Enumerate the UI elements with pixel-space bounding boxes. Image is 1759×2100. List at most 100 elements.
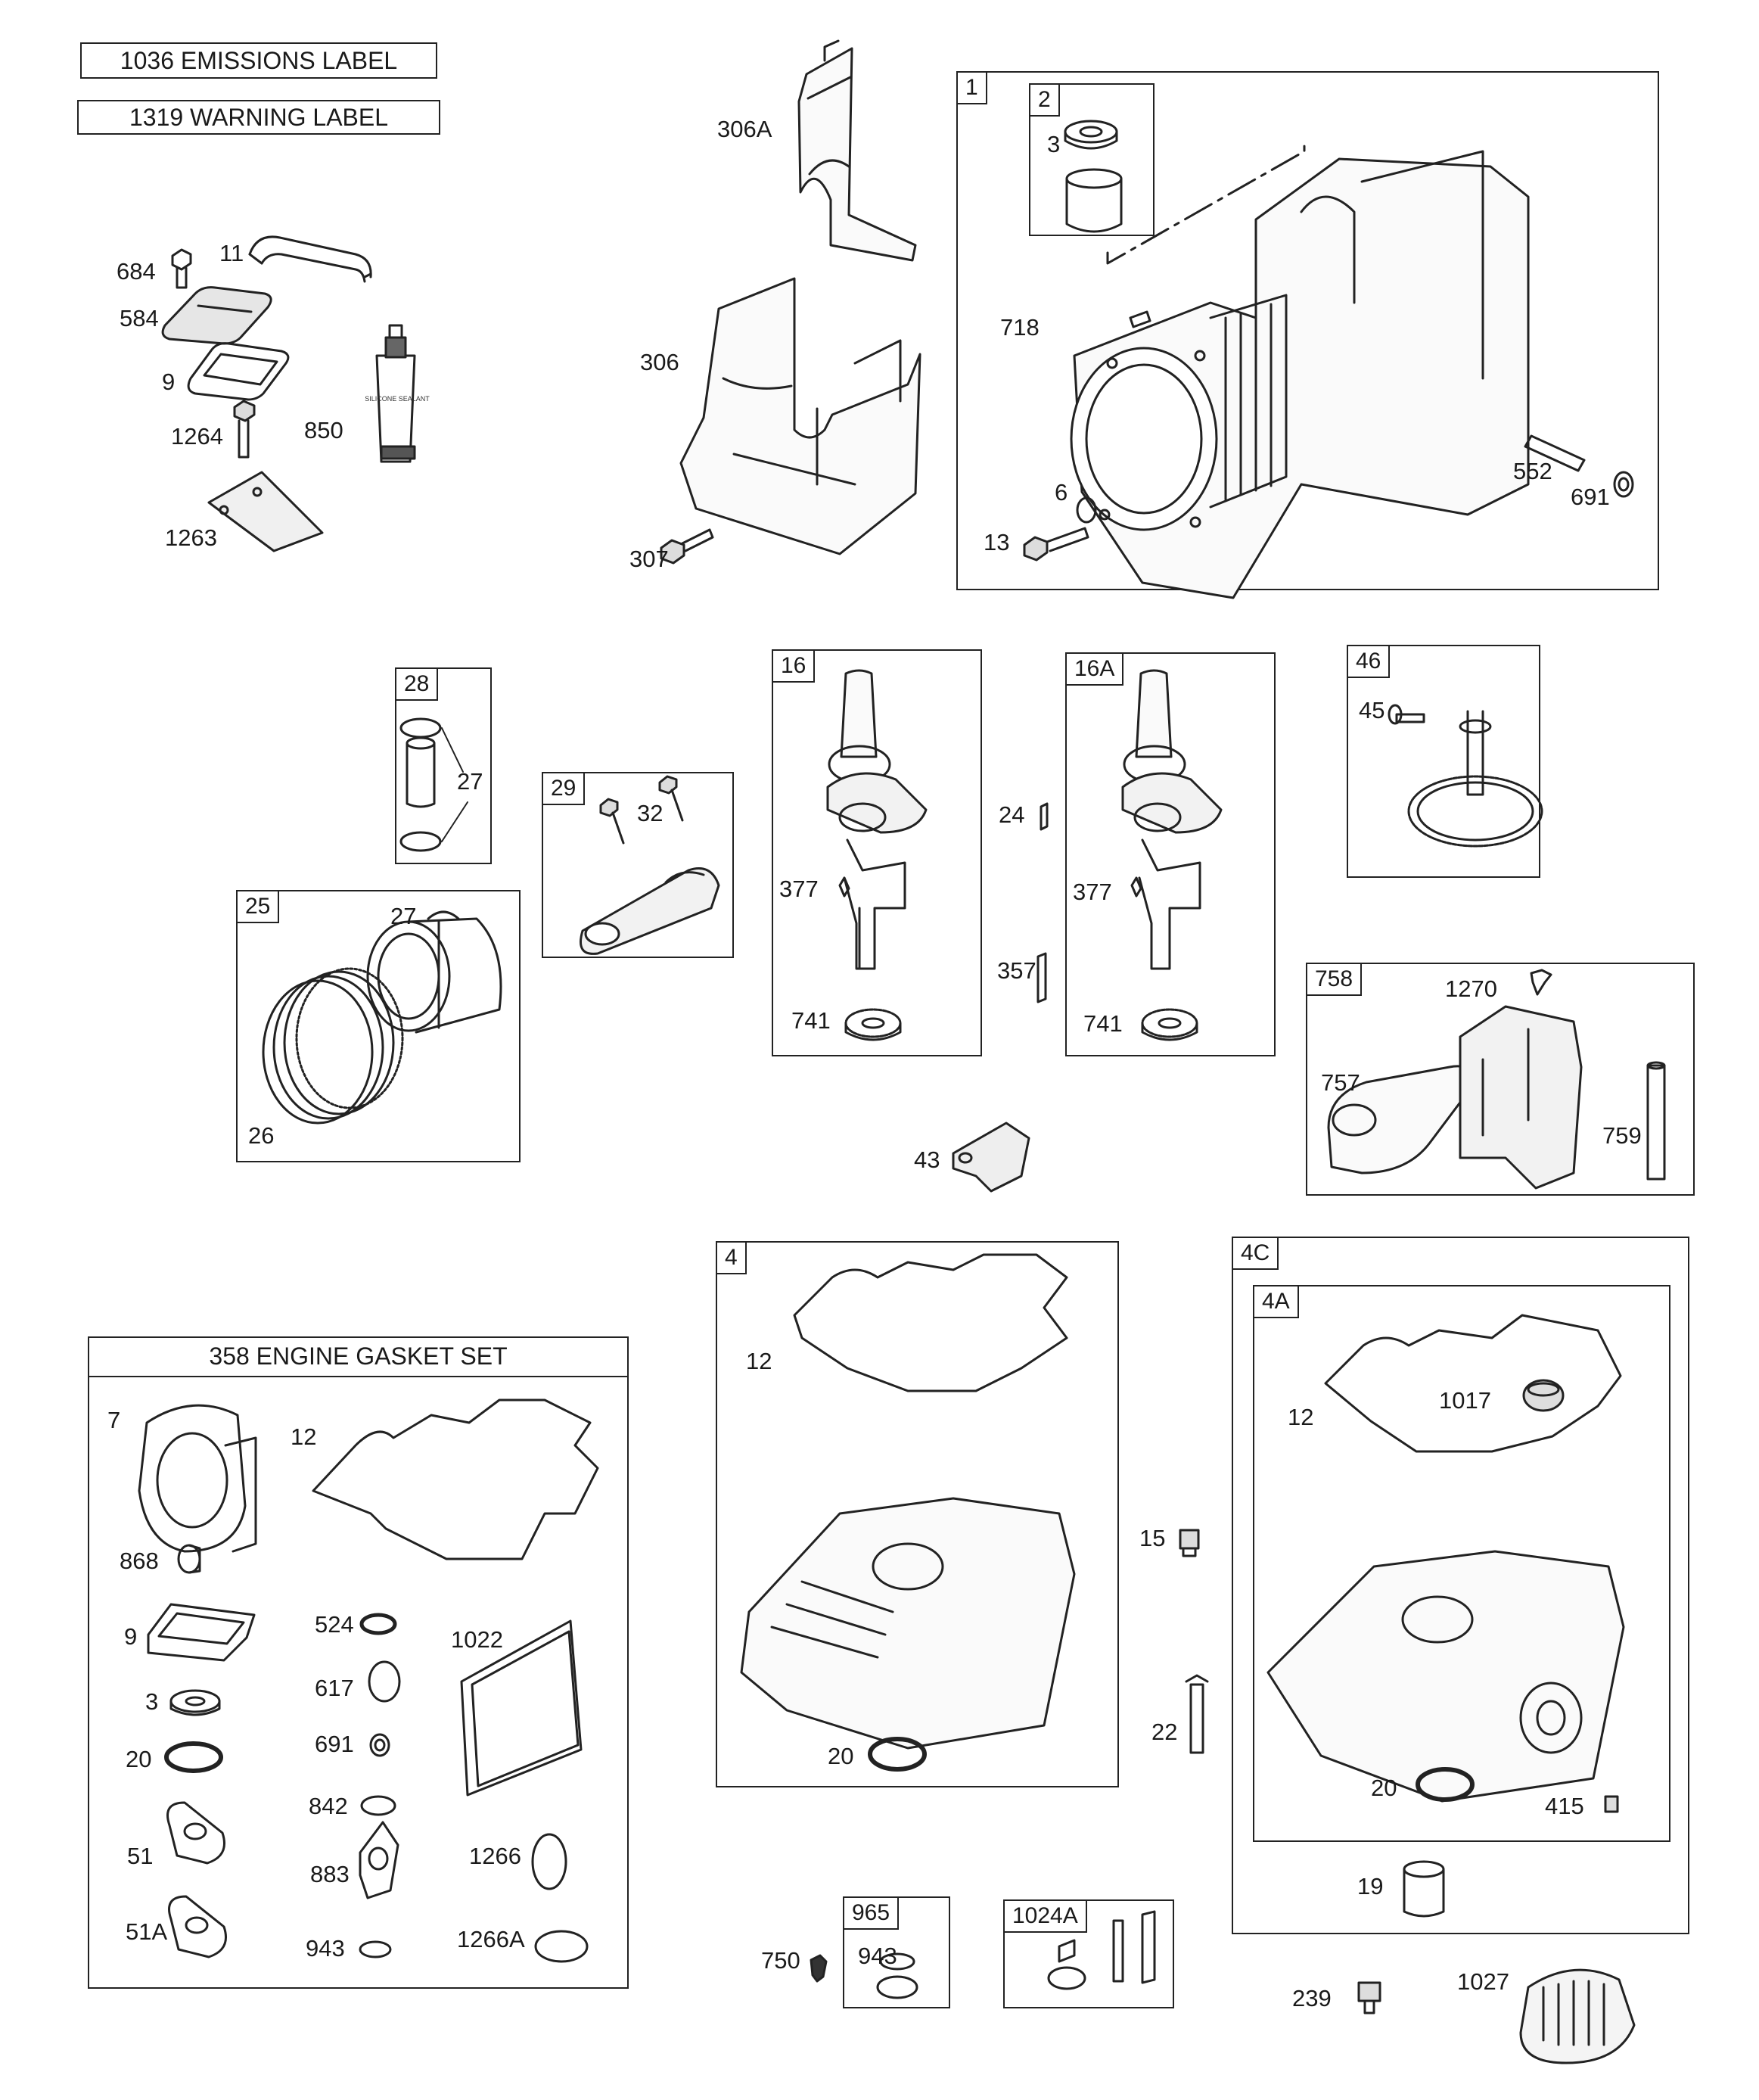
part-label-239: 239 [1292,1985,1332,2011]
kit-tag-16: 16 [773,651,816,683]
gasket-label-1266: 1266 [469,1843,521,1869]
part-label-12-4a: 12 [1288,1404,1314,1430]
kit-box-16: 16 [772,649,982,1056]
gasket-label-691: 691 [315,1731,354,1757]
head-gasket-7 [138,1404,257,1553]
kit-box-1: 1 [956,71,1659,590]
part-label-6: 6 [1055,479,1068,506]
gasket-9-set [147,1603,256,1662]
gasket-1022 [460,1619,583,1797]
part-label-1027: 1027 [1457,1968,1509,1995]
leader-line-dashed [1106,139,1306,265]
kit-box-29: 29 [542,772,734,958]
shroud-306a [797,39,917,262]
part-label-13: 13 [984,529,1010,555]
breather-tube-11 [248,235,372,283]
plug-15 [1179,1529,1200,1557]
sump-4 [740,1497,1076,1750]
part-label-26: 26 [248,1122,275,1149]
gasket-label-3: 3 [145,1688,159,1715]
kit-box-28: 28 [395,667,492,864]
seal-691-set [369,1733,390,1757]
kit-box-1024a: 1024A [1003,1899,1174,2008]
gasket-label-1022: 1022 [451,1626,503,1653]
shroud-306 [679,277,921,555]
connecting-rod [580,867,720,955]
oil-fill-cap-1017 [1522,1379,1565,1412]
part-label-45: 45 [1359,697,1385,723]
bushing-kit-2 [1065,168,1123,233]
pin-357 [1036,952,1047,1003]
gasket-label-7: 7 [107,1407,121,1433]
oil-pressure-switch-239 [1357,1981,1381,2014]
kit-box-4c: 4C [1232,1237,1689,1934]
o-ring-1266 [531,1833,567,1890]
o-ring-1266a [534,1930,589,1963]
gear-741b [1141,1008,1198,1041]
part-label-27-top: 27 [457,768,483,795]
breather-gasket-9 [187,342,290,401]
part-label-552: 552 [1513,458,1552,484]
breather-cover-584 [161,286,272,345]
kit-box-965: 965 [843,1896,950,2008]
part-label-43: 43 [914,1146,940,1173]
part-label-15: 15 [1139,1525,1166,1551]
kit-tag-46: 46 [1348,646,1391,678]
gasket-51 [166,1801,225,1865]
plate-1263 [207,471,324,552]
part-label-718: 718 [1000,314,1040,341]
sealant-label-text: SILICONE SEALANT [365,395,430,403]
part-label-32: 32 [637,800,664,826]
emissions-label-text: 1036 EMISSIONS LABEL [120,47,398,74]
kit-tag-1024a: 1024A [1005,1901,1087,1933]
warning-label-box: 1319 WARNING LABEL [77,100,440,135]
part-label-750: 750 [761,1947,800,1974]
crankshaft-16 [826,669,928,970]
kit-tag-28: 28 [396,669,439,701]
part-label-741-a: 741 [791,1007,831,1034]
part-label-584: 584 [120,305,159,331]
bolt-307 [660,528,714,565]
screw-1270 [1530,969,1552,996]
pin-45 [1388,704,1425,725]
key-377a [838,876,850,898]
kit-tag-758: 758 [1307,964,1363,996]
piston-rings [262,967,404,1125]
kit-box-358: 358 ENGINE GASKET SET [88,1336,629,1989]
part-label-357: 357 [997,957,1036,984]
filter-adapter-19 [1403,1860,1445,1918]
seal-3 [1064,120,1118,150]
piston-clip-27 [427,910,460,920]
crankshaft-16a [1121,669,1223,970]
governor-gear-46 [1407,710,1543,848]
rod-bolt-a [599,798,625,845]
part-label-24: 24 [999,801,1025,828]
kit-tag-4a: 4A [1254,1286,1299,1318]
part-label-1270: 1270 [1445,975,1497,1002]
part-label-306a: 306A [717,116,772,142]
part-label-22: 22 [1151,1719,1178,1745]
part-label-11: 11 [219,240,244,266]
pin-24 [1040,802,1049,831]
kit-tag-2: 2 [1030,85,1060,117]
emissions-label-box: 1036 EMISSIONS LABEL [80,42,437,79]
rod-bolt-b [658,775,684,822]
seal-691 [1613,471,1634,498]
sealant-tube-850 [375,324,416,463]
o-ring-524 [359,1613,397,1635]
seal-20-set [164,1741,223,1773]
kit-tag-4c: 4C [1233,1238,1279,1270]
bracket-43 [952,1122,1030,1193]
washer-6 [1076,496,1097,524]
part-label-1264: 1264 [171,423,223,450]
part-label-684: 684 [117,258,156,285]
seal-20-4a [1416,1767,1475,1802]
pin-552 [1524,434,1586,472]
gasket-label-883: 883 [310,1861,350,1887]
wrist-pin [399,717,468,852]
part-label-1263: 1263 [165,524,217,551]
oil-filter-1027 [1519,1968,1636,2064]
gasket-label-9: 9 [124,1623,138,1650]
part-label-1017: 1017 [1439,1387,1491,1414]
